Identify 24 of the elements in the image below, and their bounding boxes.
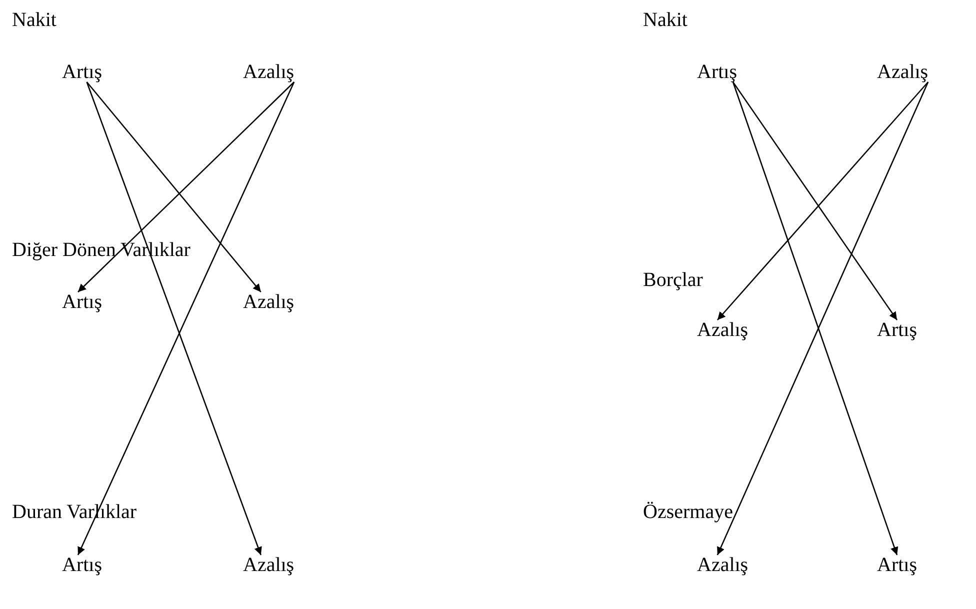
arrow [86,82,262,556]
section-heading: Nakit [12,8,56,32]
arrow [732,82,898,320]
section-heading: Borçlar [643,268,703,292]
section-heading: Nakit [643,8,688,32]
node-label: Artış [697,60,737,84]
node-label: Artış [877,318,917,342]
node-label: Azalış [877,60,928,84]
node-label: Artış [62,290,102,314]
node-label: Azalış [697,318,748,342]
node-label: Azalış [243,553,294,577]
arrow [732,82,898,556]
arrow [716,82,929,320]
arrow [716,82,929,556]
arrow [86,82,262,292]
node-label: Artış [62,553,102,577]
node-label: Artış [62,60,102,84]
arrow [77,82,295,556]
section-heading: Özsermaye [643,500,733,524]
node-label: Azalış [697,553,748,577]
node-label: Azalış [243,60,294,84]
node-label: Artış [877,553,917,577]
node-label: Azalış [243,290,294,314]
arrow [78,82,295,292]
